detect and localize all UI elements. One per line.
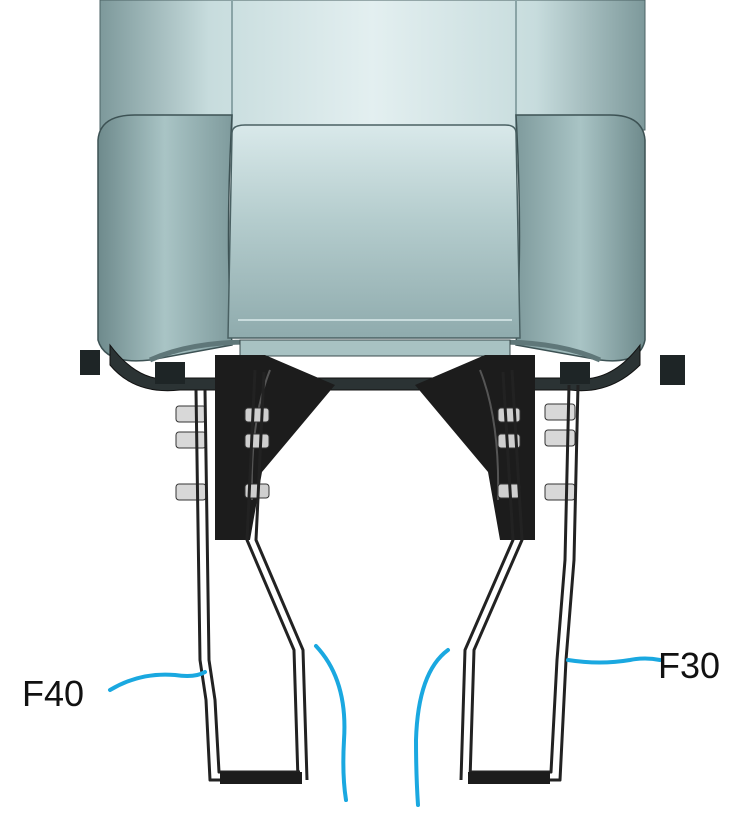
callout-leader-f40 bbox=[108, 670, 207, 692]
callout-inner-curve-left bbox=[314, 644, 348, 802]
hinge-bracket-left bbox=[215, 355, 335, 540]
foot-plate-left bbox=[220, 772, 302, 784]
spring-leg-right-inner bbox=[459, 369, 524, 781]
label-f40: F40 bbox=[22, 673, 85, 714]
seat-backrest bbox=[99, 0, 646, 131]
callout-inner-curve-right bbox=[413, 648, 450, 807]
spring-leg-left-inner bbox=[245, 369, 309, 781]
callout-leader-f30 bbox=[566, 656, 662, 665]
seat-side-bolster-right bbox=[515, 114, 646, 362]
callout-curves bbox=[108, 644, 662, 807]
foot-plate-right bbox=[468, 772, 550, 784]
seat-side-bolster-left bbox=[97, 114, 233, 362]
label-f30: F30 bbox=[658, 645, 721, 686]
seat-front-cushion bbox=[227, 124, 521, 339]
